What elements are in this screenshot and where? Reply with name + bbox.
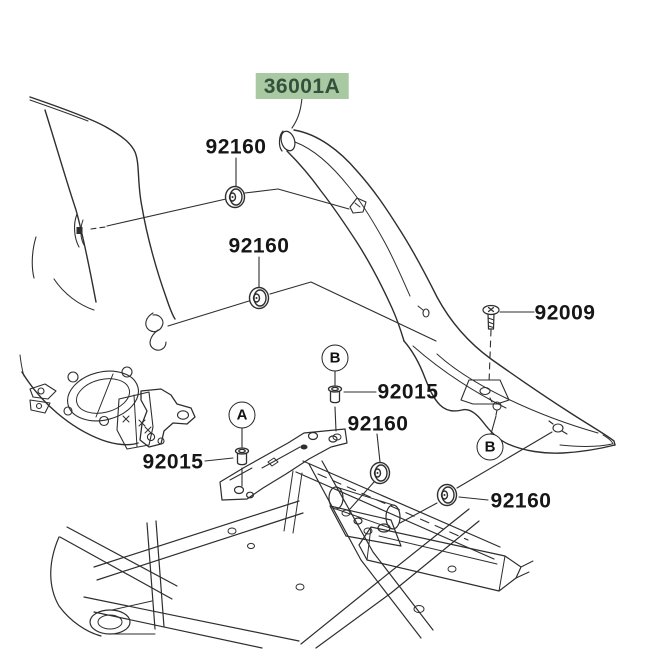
ref-circle-b2: B <box>476 433 504 461</box>
part-label-36001a-highlighted[interactable]: 36001A <box>255 73 349 99</box>
part-label-92160-mid: 92160 <box>228 234 290 258</box>
part-label-92160-bottom: 92160 <box>490 489 552 513</box>
subframe-drawing <box>50 460 534 649</box>
leader-ref-a <box>204 427 243 487</box>
grommet-icon-lower <box>369 461 391 485</box>
grommet-icon-top <box>224 185 246 209</box>
leader-grommet-bottom <box>399 431 553 524</box>
leader-ref-b1 <box>334 370 377 432</box>
rear-fender-drawing <box>19 96 176 446</box>
part-label-92160-lower: 92160 <box>347 412 409 436</box>
part-label-92015-right: 92015 <box>377 380 439 404</box>
tail-cowl-drawing <box>278 129 616 454</box>
leader-grommet-lower <box>349 433 381 510</box>
part-label-92009: 92009 <box>534 301 596 325</box>
cowl-peg-b <box>489 397 502 416</box>
grommet-icon-bottom <box>436 483 458 507</box>
leader-36001a <box>291 97 303 129</box>
ref-circle-a: A <box>228 401 256 429</box>
leader-grommet-mid <box>167 281 437 342</box>
part-label-92160-top: 92160 <box>205 135 267 159</box>
leader-grommet-top <box>106 188 350 227</box>
body-clip-drawing <box>74 213 85 248</box>
engine-cover-drawing <box>29 366 196 450</box>
leader-ref-b2 <box>490 415 497 435</box>
cowl-peg-tip <box>548 420 568 435</box>
leader-lines <box>90 97 553 524</box>
leader-screw <box>488 329 492 384</box>
grommet-icon-mid <box>248 286 270 310</box>
part-label-92015-left: 92015 <box>142 450 204 474</box>
nut-icon-a <box>234 447 250 466</box>
fender-stay-bracket-drawing <box>219 428 348 501</box>
ref-circle-b1: B <box>321 344 349 372</box>
screw-icon <box>482 304 500 330</box>
nut-icon-b <box>327 385 343 404</box>
